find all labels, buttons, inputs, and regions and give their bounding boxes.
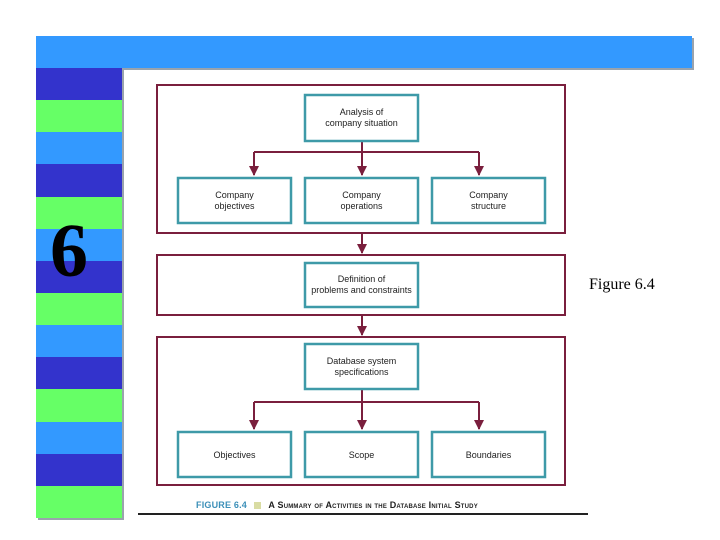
- figure-label: Figure 6.4: [589, 276, 655, 293]
- box-objectives: Objectives: [176, 430, 293, 479]
- stripe: [36, 164, 122, 197]
- box-specifications: Database system specifications: [303, 342, 420, 391]
- stripe: [36, 389, 122, 422]
- caption-title: A Summary of Activities in the Database …: [268, 500, 478, 510]
- box-text-line: structure: [471, 201, 506, 211]
- box-text-line: specifications: [334, 367, 389, 377]
- stripe: [36, 485, 122, 518]
- box-text-line: Objectives: [213, 450, 256, 460]
- box-analysis: Analysis of company situation: [303, 93, 420, 143]
- connectors-section1: [249, 141, 484, 176]
- box-text-line: Company: [215, 190, 254, 200]
- title-bar: [36, 36, 692, 68]
- stripe: [36, 228, 122, 261]
- box-company-structure: Company structure: [430, 176, 547, 225]
- caption-figure-number: FIGURE 6.4: [196, 500, 248, 510]
- box-text-line: Company: [342, 190, 381, 200]
- box-text-line: Definition of: [338, 274, 386, 284]
- box-text-line: company situation: [325, 118, 398, 128]
- box-text-line: Analysis of: [340, 107, 384, 117]
- box-text-line: objectives: [214, 201, 255, 211]
- stripe: [36, 260, 122, 293]
- box-company-objectives: Company objectives: [176, 176, 293, 225]
- box-text-line: Company: [469, 190, 508, 200]
- stripe: [36, 357, 122, 390]
- caption-rule: [138, 513, 588, 515]
- figure-caption: FIGURE 6.4 A Summary of Activities in th…: [196, 500, 478, 510]
- box-definition: Definition of problems and constraints: [303, 261, 420, 309]
- box-text-line: Boundaries: [466, 450, 512, 460]
- box-scope: Scope: [303, 430, 420, 479]
- stripe: [36, 100, 122, 133]
- connectors-section3: [249, 389, 484, 430]
- box-text-line: operations: [340, 201, 383, 211]
- box-company-operations: Company operations: [303, 176, 420, 225]
- box-text-line: Database system: [327, 356, 397, 366]
- stripe: [36, 292, 122, 326]
- stripe: [36, 132, 122, 165]
- box-text-line: problems and constraints: [311, 285, 412, 295]
- stripe: [36, 325, 122, 358]
- caption-square-icon: [253, 502, 261, 509]
- box-boundaries: Boundaries: [430, 430, 547, 479]
- box-text-line: Scope: [349, 450, 375, 460]
- stripe: [36, 196, 122, 229]
- stripe: [36, 421, 122, 454]
- stripe: [36, 453, 122, 486]
- stripe: [36, 68, 122, 101]
- left-decorative-strip: [36, 68, 122, 518]
- chapter-number: 6: [50, 209, 88, 293]
